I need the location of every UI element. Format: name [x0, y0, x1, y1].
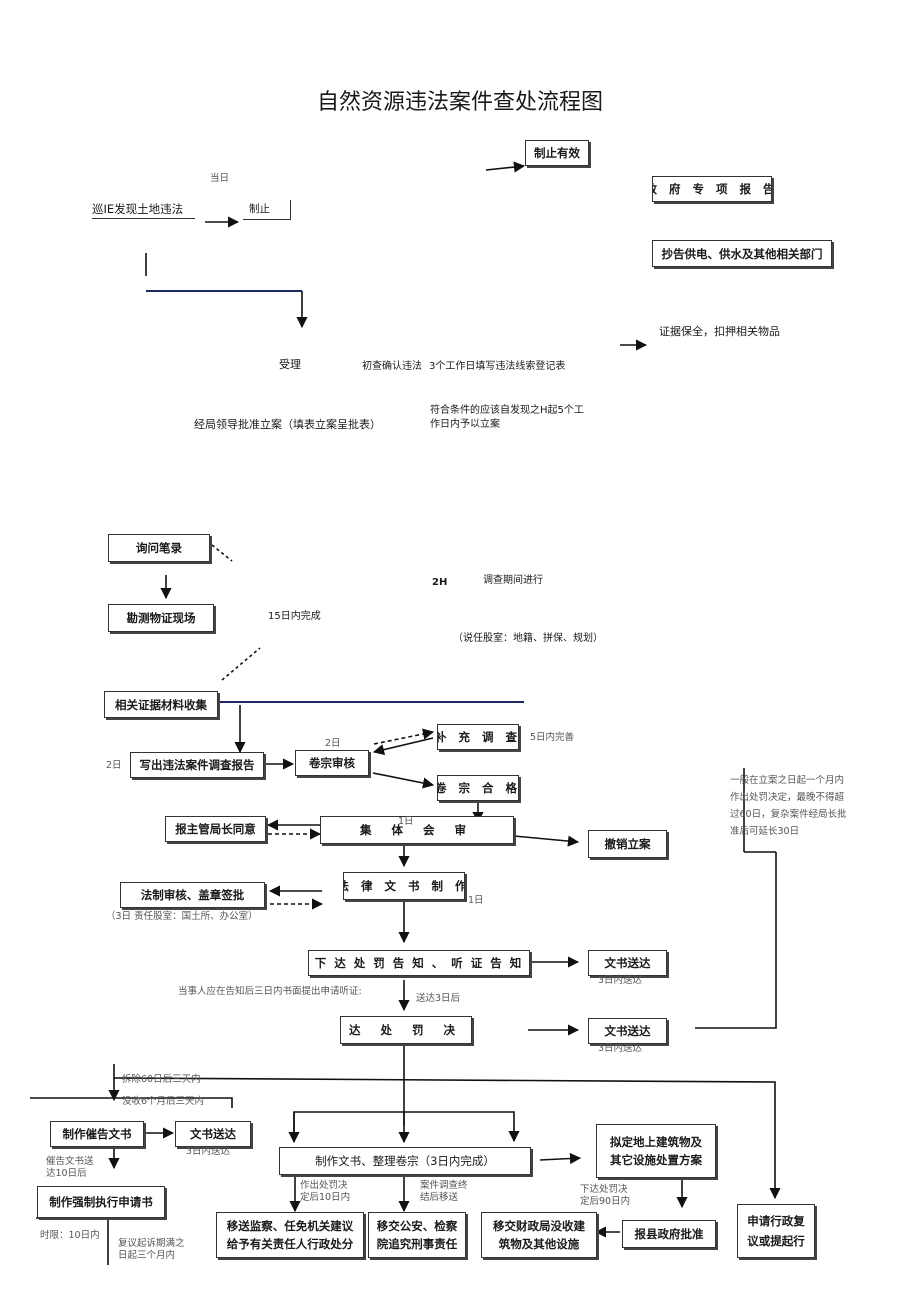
finance-line-2: 筑物及其他设施 — [498, 1237, 580, 1251]
deliver-doc-box-b: 文书送达 — [588, 1018, 667, 1044]
deliver-b-note: 3日内送达 — [598, 1043, 643, 1054]
stop-effective-box: 制止有效 — [525, 140, 589, 166]
collective-review-box: 集 体 会 审 — [320, 816, 514, 844]
urge-deliver-note: 3日内送达 — [186, 1146, 231, 1157]
investigation-report-box: 写出违法案件调查报告 — [130, 752, 264, 778]
five-days-note: 5日内完善 — [530, 732, 575, 743]
deadline-side-note: 一般在立案之日起一个月内 作出处罚决定，最晚不得超 过60日，复杂案件经局长批 … — [730, 772, 847, 840]
urge-document-box: 制作催告文书 — [50, 1121, 144, 1147]
supervision-transfer-box: 移送监察、任免机关建议 给予有关责任人行政处分 — [216, 1212, 364, 1258]
side-note-line-4: 准后可延长30日 — [730, 826, 800, 837]
urge-deliver-box: 文书送达 — [175, 1121, 251, 1147]
urge-after-note-2: 达10日后 — [46, 1168, 87, 1179]
stop-box: 制止 — [243, 200, 291, 220]
report-director-box: 报主管局长同意 — [165, 816, 266, 842]
gov-report-box: 政 府 专 项 报 告 — [652, 176, 772, 202]
approval-step: 经局领导批准立案（填表立案呈批表） — [194, 418, 381, 431]
appeal-line-2: 议或提起行 — [747, 1234, 805, 1248]
revoke-case-box: 撤销立案 — [588, 830, 667, 858]
disposal-plan-box: 拟定地上建筑物及 其它设施处置方案 — [596, 1124, 716, 1178]
evidence-preservation: 证据保全，扣押相关物品 — [659, 325, 780, 338]
patrol-discovery: 巡IE发现土地违法 — [92, 202, 196, 219]
site-survey-box: 勘测物证现场 — [108, 604, 214, 632]
send-three-days-note: 送达3日后 — [416, 993, 461, 1004]
fifteen-days-note: 15日内完成 — [268, 611, 321, 622]
decide-note-1: 作出处罚决 — [300, 1180, 348, 1191]
transfer-note-2: 结后移送 — [420, 1192, 459, 1203]
one-day-note-b: 1日 — [468, 895, 484, 906]
decide-note-2: 定后10日内 — [300, 1192, 351, 1203]
notify-depts-box: 抄告供电、供水及其他相关部门 — [652, 240, 832, 267]
initial-check-step: 初查确认违法 — [362, 361, 422, 372]
legal-review-note: （3日 责任股室：国土所、办公室） — [106, 911, 258, 922]
finance-transfer-box: 移交财政局没收建 筑物及其他设施 — [481, 1212, 597, 1258]
issue-note-2: 定后90日内 — [580, 1196, 631, 1207]
legal-review-box: 法制审核、盖章签批 — [120, 882, 265, 908]
qualify-note-1: 符合条件的应该自发现之H起5个工 — [430, 405, 584, 416]
inquiry-record-box: 询问笔录 — [108, 534, 210, 562]
urge-after-note-1: 催告文书送 — [46, 1156, 94, 1167]
supervision-line-1: 移送监察、任免机关建议 — [226, 1219, 354, 1233]
supervision-line-2: 给予有关责任人行政处分 — [226, 1237, 354, 1251]
three-days-note: 3个工作日填写违法线索登记表 — [429, 361, 566, 372]
dismantle-note: 拆除60日后三天内 — [122, 1074, 201, 1085]
supplement-investigation-box: 补 充 调 查 — [437, 724, 519, 750]
disposal-plan-line-2: 其它设施处置方案 — [610, 1153, 702, 1167]
penalty-notice-box: 下 达 处 罚 告 知 、 听 证 告 知 — [308, 950, 530, 976]
side-note-line-3: 过60日，复杂案件经局长批 — [730, 809, 847, 820]
police-transfer-box: 移交公安、检察 院追究刑事责任 — [368, 1212, 466, 1258]
responsible-sections-note: （说任股室：地籍、拼保、规划） — [453, 633, 603, 644]
accept-step: 受理 — [279, 358, 301, 371]
confiscate-note: 没收6个月后三天内 — [122, 1096, 205, 1107]
same-day-note: 当日 — [210, 173, 230, 184]
deliver-doc-box-a: 文书送达 — [588, 950, 667, 976]
hearing-request-note: 当事人应在告知后三日内书面提出申请听证: — [178, 986, 362, 997]
enforcement-application-box: 制作强制执行申请书 — [37, 1186, 165, 1218]
appeal-line-1: 申请行政复 — [747, 1214, 805, 1228]
page-title: 自然资源违法案件查处流程图 — [316, 90, 603, 115]
file-qualified-box: 卷 宗 合 格 — [437, 775, 519, 801]
side-note-line-1: 一般在立案之日起一个月内 — [730, 775, 845, 786]
police-line-2: 院追究刑事责任 — [376, 1237, 458, 1251]
issue-note-1: 下达处罚决 — [580, 1184, 628, 1195]
penalty-decision-box: 下 达 处 罚 决 定 — [340, 1016, 472, 1044]
side-note-line-2: 作出处罚决定，最晚不得超 — [730, 792, 845, 803]
appeal-box: 申请行政复 议或提起行 — [737, 1204, 815, 1258]
during-investigation-note: 调查期间进行 — [483, 575, 543, 586]
deliver-a-note: 3日内送达 — [598, 975, 643, 986]
legal-document-box: 法 律 文 书 制 作 — [343, 872, 465, 900]
two-days-note-mid: 2日 — [325, 738, 341, 749]
county-approval-box: 报县政府批准 — [622, 1220, 716, 1248]
one-day-note-a: 1日 — [398, 816, 414, 827]
finance-line-1: 移交财政局没收建 — [493, 1219, 585, 1233]
make-documents-box: 制作文书、整理卷宗（3日内完成） — [279, 1147, 531, 1175]
two-days-note-left: 2日 — [106, 760, 122, 771]
collect-evidence-box: 相关证据材料收集 — [104, 691, 218, 718]
transfer-note-1: 案件调查终 — [420, 1180, 468, 1191]
qualify-note-2: 作日内予以立案 — [430, 419, 500, 430]
review-period-note-1: 复议起诉期满之 — [118, 1238, 185, 1249]
time-limit-note: 时限：10日内 — [40, 1230, 100, 1241]
police-line-1: 移交公安、检察 — [376, 1219, 458, 1233]
two-h-note: 2H — [432, 577, 448, 588]
review-period-note-2: 日起三个月内 — [118, 1250, 176, 1261]
file-review-box: 卷宗审核 — [295, 750, 369, 776]
disposal-plan-line-1: 拟定地上建筑物及 — [610, 1135, 702, 1149]
